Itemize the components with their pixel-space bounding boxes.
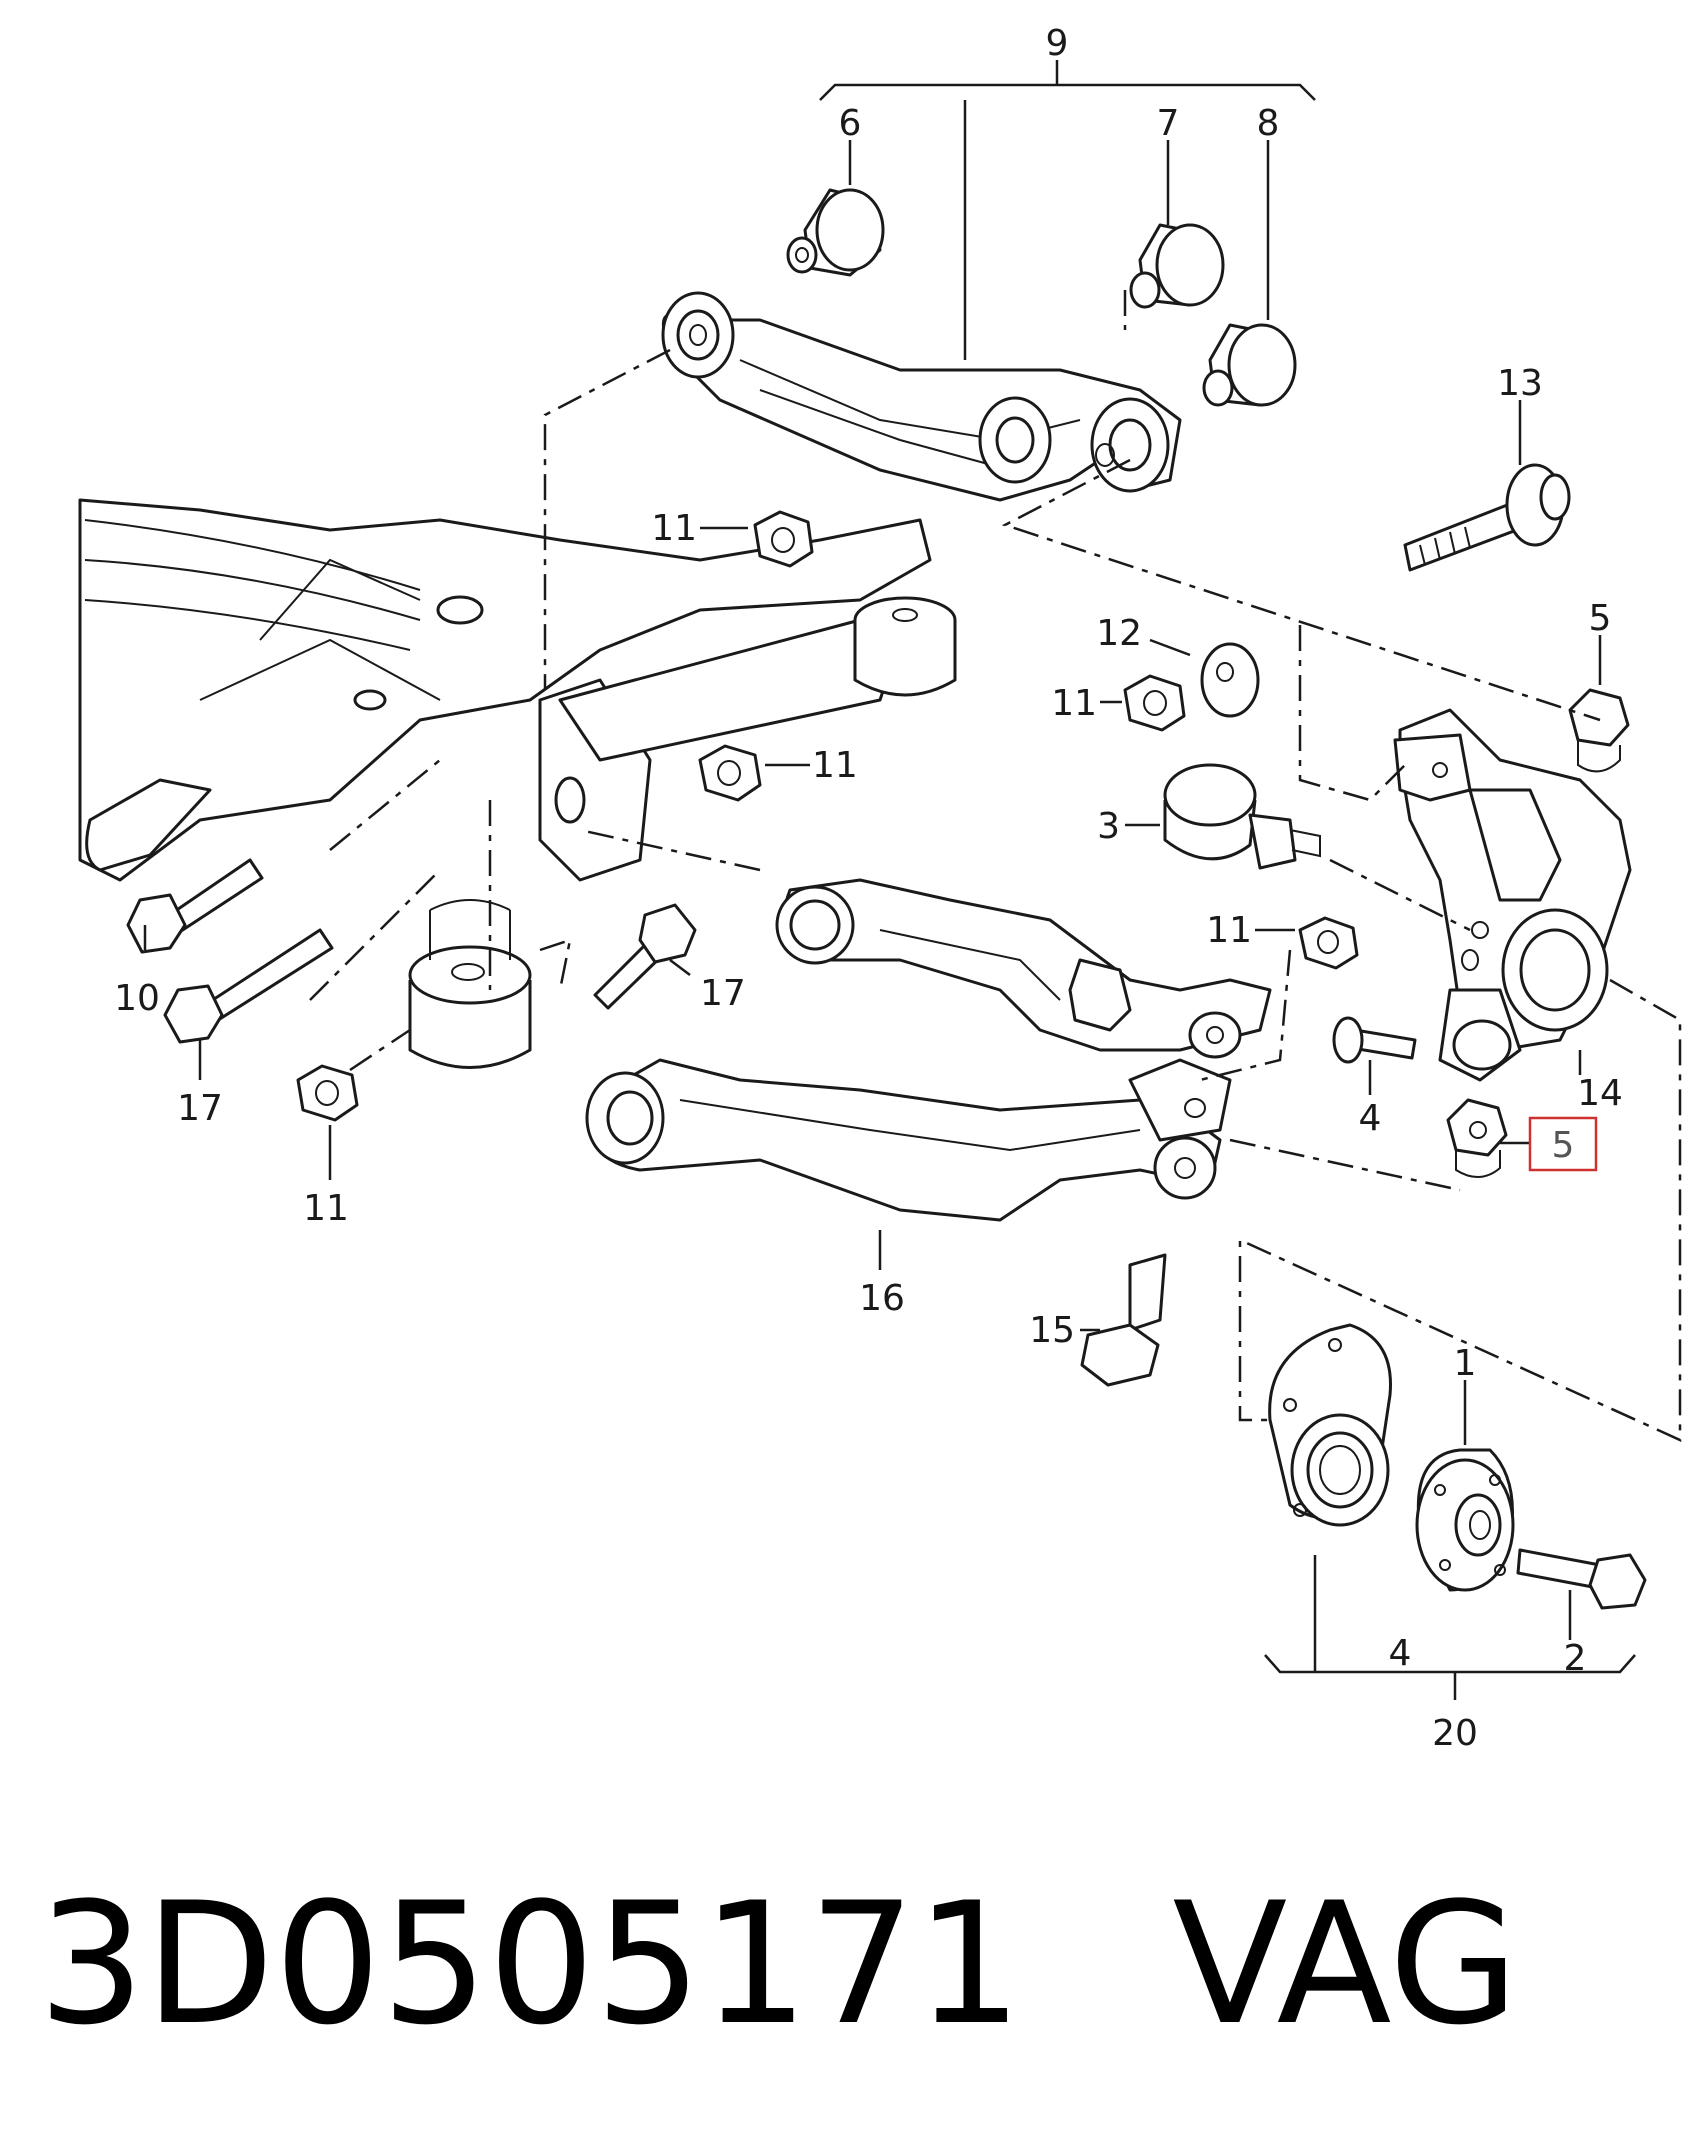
callout-15: 15 [1029,1310,1075,1351]
callout-14: 14 [1577,1073,1623,1114]
callout-2: 2 [1564,1638,1587,1679]
callout-16: 16 [859,1278,905,1319]
upper-control-arm [661,291,1182,502]
callout-labels: 9 6 7 8 13 11 12 5 11 11 3 11 10 17 17 4… [114,23,1623,1754]
nut-5-top [1568,688,1630,773]
wheel-bearing [1268,1323,1392,1527]
bushing-7 [1129,223,1225,309]
bolt-17-left [163,928,334,1044]
bolt-4 [1332,1016,1417,1064]
rear-subframe [78,498,957,1069]
nut-5-bottom [1446,1098,1508,1178]
callout-17-left: 17 [177,1088,223,1129]
bolt-10 [126,858,264,954]
nut-11-top [753,510,814,568]
callout-5-top: 5 [1589,598,1612,639]
callout-3: 3 [1097,806,1120,847]
ball-joint-3 [1163,763,1321,870]
nut-11-right [1298,916,1359,970]
bolt-15 [1080,1253,1167,1387]
nut-11-bracket [1123,674,1186,732]
callout-10: 10 [114,978,160,1019]
transverse-link [775,878,1272,1059]
callout-11-top: 11 [651,508,697,549]
callout-8: 8 [1257,103,1280,144]
callout-11-mid: 11 [812,745,858,786]
callout-12: 12 [1096,613,1142,654]
brand-name: VAG [1172,1866,1519,2062]
wheel-bearing-housing [1393,708,1632,1082]
highlight-box [1528,1116,1598,1172]
part-number: 3D0505171 [38,1866,1023,2062]
callout-11-left: 11 [303,1188,349,1229]
callout-1: 1 [1454,1343,1477,1384]
callout-9: 9 [1046,23,1069,64]
bushing-8 [1202,323,1297,407]
callout-13: 13 [1497,363,1543,404]
callout-11-right: 11 [1206,910,1252,951]
bolt-13 [1403,463,1571,572]
washer-12 [1200,642,1260,718]
assembly-lines [309,290,1682,1442]
callout-4-bottom: 4 [1389,1633,1412,1674]
bushing-6 [786,188,885,277]
callout-4-top: 4 [1359,1098,1382,1139]
callout-7: 7 [1157,103,1180,144]
footer-caption: 3D0505171 VAG [38,1880,1519,2048]
callout-6: 6 [839,103,862,144]
leader-lines [143,60,1636,1700]
wheel-hub [1415,1448,1515,1592]
nut-11-mid [698,744,762,802]
callout-11-bracket: 11 [1051,683,1097,724]
bolt-17-right [593,903,697,1010]
callout-17-right: 17 [700,973,746,1014]
callout-5-highlighted: 5 [1552,1125,1575,1166]
lower-control-arm [585,1058,1232,1222]
nut-11-left [296,1064,359,1122]
callout-20: 20 [1432,1713,1478,1754]
bolt-2 [1516,1548,1647,1610]
exploded-parts-diagram: 9 6 7 8 13 11 12 5 11 11 3 11 10 17 17 4… [78,23,1682,1754]
